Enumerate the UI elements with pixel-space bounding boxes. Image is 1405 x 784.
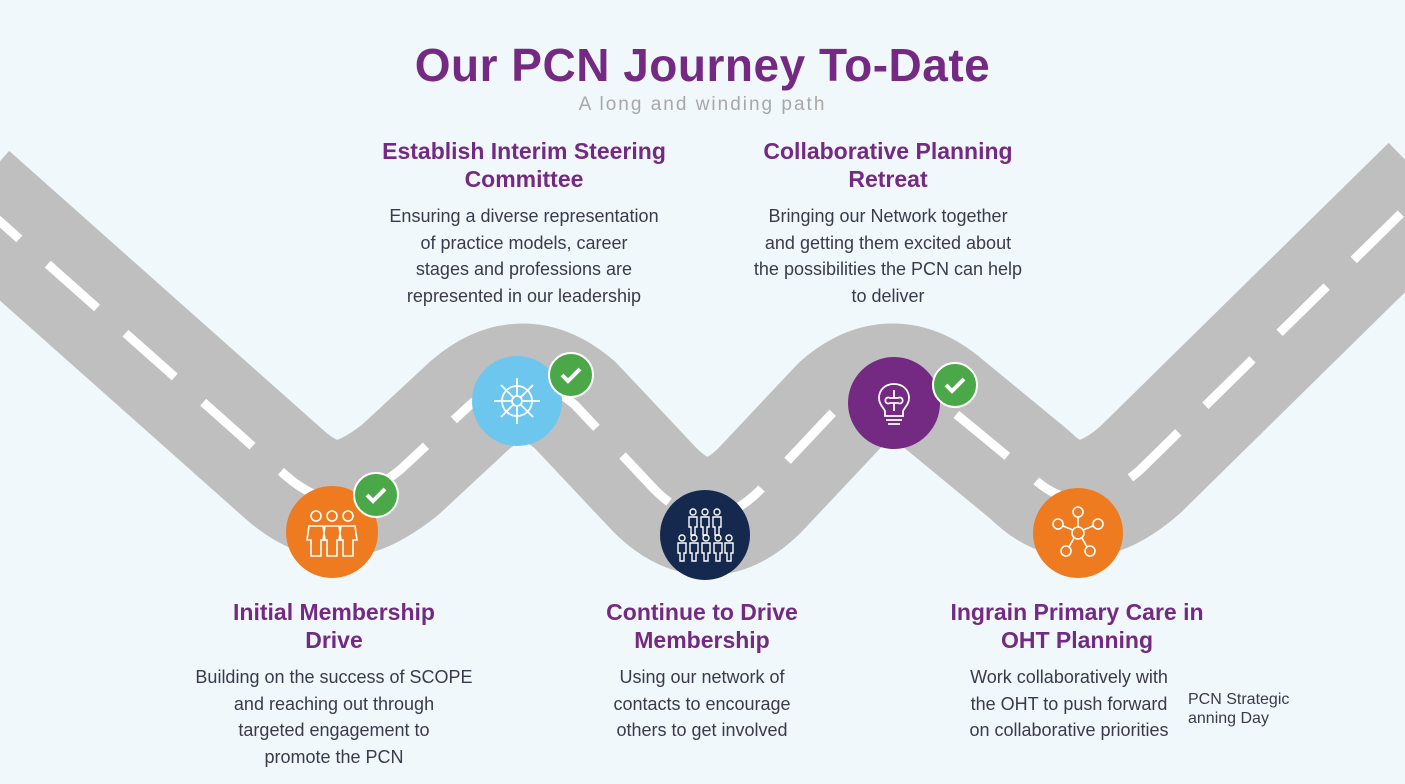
milestone-title-line: OHT Planning bbox=[1000, 627, 1154, 653]
desc-line: Bringing our Network together bbox=[768, 206, 1008, 226]
milestone-title: Collaborative Planning Retreat bbox=[733, 137, 1043, 193]
desc-line: Building on the success of SCOPE bbox=[195, 667, 473, 687]
milestone-title: Initial Membership Drive bbox=[174, 598, 494, 654]
desc-line: the OHT to push forward bbox=[970, 693, 1168, 714]
milestone-description: Using our network of contacts to encoura… bbox=[562, 664, 842, 744]
desc-line: represented in our leadership bbox=[406, 285, 642, 306]
milestone-2-check bbox=[548, 352, 594, 398]
milestone-title-line: Collaborative Planning bbox=[763, 138, 1013, 164]
cut-off-label: PCN Strategic anning Day bbox=[1188, 690, 1308, 728]
desc-line: of practice models, career bbox=[420, 232, 628, 253]
milestone-3-circle bbox=[660, 490, 750, 580]
desc-line: promote the PCN bbox=[264, 746, 404, 767]
milestone-description: Work collaboratively with the OHT to pus… bbox=[919, 664, 1219, 744]
crowd-icon bbox=[677, 508, 734, 562]
milestone-4-check bbox=[932, 362, 978, 408]
desc-line: contacts to encourage bbox=[613, 693, 791, 714]
desc-line: stages and professions are bbox=[415, 259, 633, 279]
desc-line: Work collaboratively with bbox=[970, 667, 1168, 687]
milestone-title: Establish Interim Steering Committee bbox=[354, 137, 694, 193]
checkmark-icon bbox=[365, 487, 387, 504]
ship-wheel-icon bbox=[494, 378, 540, 424]
desc-line: on collaborative priorities bbox=[969, 720, 1169, 740]
milestone-4-circle bbox=[848, 357, 940, 449]
milestone-description: Bringing our Network together and gettin… bbox=[733, 203, 1043, 309]
desc-line: and getting them excited about bbox=[764, 232, 1012, 253]
milestone-5-circle bbox=[1033, 488, 1123, 578]
milestone-2-circle bbox=[472, 356, 562, 446]
milestone-collaborative-planning-retreat: Collaborative Planning Retreat Bringing … bbox=[733, 137, 1043, 309]
lightbulb-puzzle-icon bbox=[878, 383, 910, 425]
milestone-title-line: Continue to Drive bbox=[606, 599, 798, 625]
people-group-icon bbox=[306, 510, 358, 557]
cut-off-label-line: anning Day bbox=[1188, 710, 1269, 727]
milestone-title-line: Committee bbox=[464, 166, 584, 192]
desc-line: Using our network of bbox=[619, 667, 785, 687]
desc-line: the possibilities the PCN can help bbox=[753, 259, 1023, 279]
milestone-initial-membership-drive: Initial Membership Drive Building on the… bbox=[174, 598, 494, 770]
milestone-title-line: Drive bbox=[305, 627, 363, 653]
network-people-icon bbox=[1052, 506, 1104, 557]
desc-line: targeted engagement to bbox=[238, 720, 430, 740]
milestone-1-check bbox=[353, 472, 399, 518]
milestone-establish-steering-committee: Establish Interim Steering Committee Ens… bbox=[354, 137, 694, 309]
milestone-title: Ingrain Primary Care in OHT Planning bbox=[927, 598, 1227, 654]
desc-line: Ensuring a diverse representation bbox=[389, 206, 659, 226]
desc-line: others to get involved bbox=[616, 720, 788, 740]
checkmark-icon bbox=[944, 377, 966, 394]
desc-line: and reaching out through bbox=[233, 693, 435, 714]
milestone-title-line: Ingrain Primary Care in bbox=[950, 599, 1204, 625]
checkmark-icon bbox=[560, 367, 582, 384]
milestone-title-line: Retreat bbox=[848, 166, 928, 192]
desc-line: to deliver bbox=[851, 285, 925, 306]
cut-off-label-line: PCN Strategic bbox=[1188, 691, 1290, 708]
road-surface bbox=[0, 142, 1405, 576]
milestone-description: Building on the success of SCOPE and rea… bbox=[174, 664, 494, 770]
page-title: Our PCN Journey To-Date bbox=[414, 39, 991, 91]
milestone-title: Continue to Drive Membership bbox=[562, 598, 842, 654]
milestone-continue-membership: Continue to Drive Membership Using our n… bbox=[562, 598, 842, 744]
milestone-title-line: Initial Membership bbox=[233, 599, 435, 625]
milestone-ingrain-primary-care: Ingrain Primary Care in OHT Planning Wor… bbox=[927, 598, 1227, 744]
milestone-description: Ensuring a diverse representation of pra… bbox=[354, 203, 694, 309]
page-subtitle: A long and winding path bbox=[578, 94, 827, 115]
milestone-title-line: Membership bbox=[634, 627, 770, 653]
milestone-title-line: Establish Interim Steering bbox=[382, 138, 666, 164]
